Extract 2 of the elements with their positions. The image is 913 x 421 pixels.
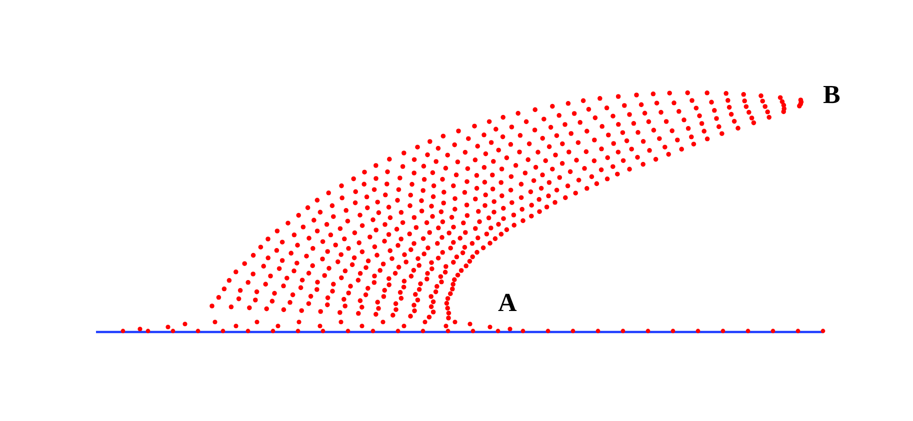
point-label: A — [498, 290, 517, 316]
point-label: B — [823, 82, 840, 108]
